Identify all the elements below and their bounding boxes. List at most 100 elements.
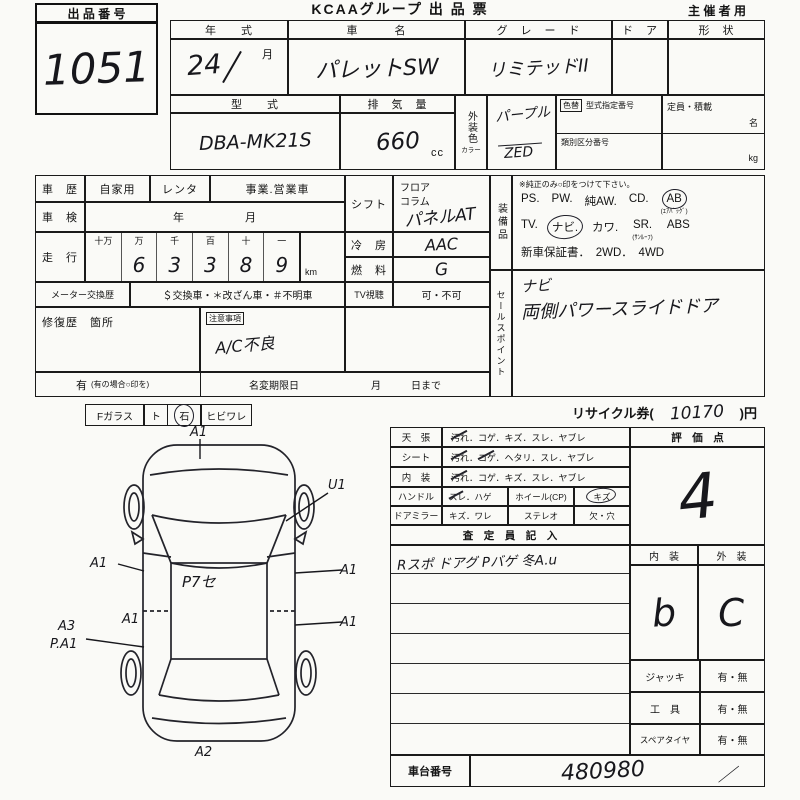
- equip-ab-wrap: AB (ｴｱﾊﾞｯｸﾞ): [661, 193, 688, 215]
- mileage-unit: km: [305, 267, 317, 277]
- a3-line: [85, 638, 145, 648]
- month-unit-label: 月: [262, 49, 274, 61]
- equip-sr-sub: (ｻﾝﾙｰﾌ): [632, 234, 653, 241]
- namechange-month: 月: [371, 381, 381, 392]
- spare-options: 有・無: [700, 724, 765, 755]
- equipment-line1: PS. PW. 純AW. CD. AB (ｴｱﾊﾞｯｸﾞ): [513, 193, 764, 215]
- namechange-cell: 名変期限日 月 日まで: [201, 373, 489, 396]
- car-damage-diagram: A1 U1 A1 P7セ A1 A1 A1 A3 P.A1 A2: [50, 425, 357, 760]
- chassis-label: 車台番号: [390, 755, 470, 787]
- interior-score: b: [650, 589, 678, 636]
- equipment-line2: TV. ナビ. カワ. SR. (ｻﾝﾙｰﾌ) ABS: [513, 219, 764, 241]
- door-line-right: [266, 552, 296, 558]
- capacity-label: 定員・積載: [667, 102, 713, 112]
- hood-line: [151, 514, 287, 524]
- digit-header: 千: [170, 236, 180, 246]
- has-label: 有: [76, 379, 88, 392]
- recycle-row: リサイクル券( 10170 )円: [390, 400, 765, 425]
- divider: [557, 133, 661, 134]
- has-row: 有 (有の場合○印を) 名変期限日 月 日まで: [35, 372, 490, 397]
- left-mirror: [130, 530, 145, 546]
- diagram-label-a1-left-rear: A1: [121, 612, 139, 627]
- shape-cell: [668, 39, 765, 95]
- right-mirror: [293, 530, 308, 546]
- ruled-line: [391, 603, 629, 604]
- shift-opt-floor: フロア: [400, 183, 430, 194]
- equip-pw: PW.: [551, 193, 573, 205]
- ruled-line: [391, 663, 629, 664]
- chassis-cell: 480980 ／: [470, 755, 765, 787]
- spare-label: スペアタイヤ: [630, 724, 700, 755]
- exterior-score-cell: C: [698, 565, 765, 660]
- displacement-unit: cc: [431, 147, 444, 159]
- digit-value: 6: [132, 252, 146, 277]
- sales-line1: ナビ: [520, 275, 552, 297]
- equipment-note: ※純正のみ○印をつけて下さい。: [519, 180, 635, 189]
- caution-cell: 注意事項 A/C不良: [200, 307, 345, 372]
- equipment-line3: 新車保証書． 2WD． 4WD: [521, 247, 665, 259]
- equip-sr-wrap: SR. (ｻﾝﾙｰﾌ): [632, 219, 653, 241]
- cond-handle-items: スレ．ハゲ: [442, 487, 508, 506]
- a1-left-front-line: [117, 563, 145, 572]
- equip-abs: ABS: [666, 219, 690, 231]
- digit-value: [86, 248, 121, 281]
- diagram-label-a3: A3: [57, 619, 75, 634]
- diagram-label-a1-right-rear: A1: [339, 615, 357, 630]
- digit-header: 百: [205, 236, 215, 246]
- digit-value: 9: [275, 252, 289, 277]
- interior-score-cell: b: [630, 565, 698, 660]
- divider: [663, 133, 764, 134]
- exterior-score: C: [717, 589, 746, 636]
- auction-no-value: 1051: [42, 42, 151, 95]
- score-header: 評 価 点: [630, 427, 765, 447]
- mileage-label: 走 行: [35, 232, 85, 282]
- a1-right-front-line: [294, 569, 343, 574]
- inspection-cell: 年 月: [85, 202, 345, 232]
- year-value-cell: 月 24: [170, 39, 288, 95]
- interior-header: 内 装: [630, 545, 698, 565]
- diagram-label-u1: U1: [328, 478, 346, 493]
- fuel-cell: G: [393, 257, 490, 282]
- equip-sr: SR.: [632, 219, 653, 231]
- displacement-value: 660: [374, 127, 421, 156]
- digit-col: 千 3: [157, 233, 194, 281]
- glass-to-label: ト: [143, 404, 169, 426]
- car-name-cell: パレットSW: [288, 39, 465, 95]
- year-value: 24: [185, 48, 223, 83]
- cond-mirror-items: キズ．ワレ: [442, 506, 508, 525]
- ac-value: AAC: [424, 234, 459, 255]
- digit-header: 万: [134, 236, 144, 246]
- door-cell: [612, 39, 668, 95]
- color-value: パープル: [494, 104, 551, 126]
- rear-window-left: [158, 658, 172, 696]
- equip-aw: 純AW.: [584, 196, 617, 208]
- history-business: 事業.営業車: [210, 175, 345, 202]
- organizer-label: 主 催 者 用: [688, 4, 747, 18]
- has-note: (有の場合○印を): [91, 380, 150, 389]
- namechange-label: 名変期限日: [249, 381, 299, 392]
- cond-handle-label: ハンドル: [390, 487, 442, 506]
- jack-label: ジャッキ: [630, 660, 700, 692]
- empty-cell: [345, 307, 490, 372]
- door-header: ド ア: [612, 20, 668, 39]
- year-header: 年 式: [170, 20, 288, 39]
- recycle-suffix: )円: [739, 406, 757, 421]
- recycle-value: 10170: [669, 401, 725, 424]
- car-body: [142, 444, 296, 742]
- windshield-base: [170, 562, 268, 569]
- fuel-value: G: [434, 259, 449, 280]
- equip-ps: PS.: [521, 193, 540, 205]
- digit-col: 一 9: [264, 233, 299, 281]
- digit-header: 十: [241, 236, 251, 246]
- equip-cd: CD.: [628, 193, 649, 205]
- mileage-digits: 十万 万 6 千 3 百 3 十 8 一 9: [85, 232, 300, 282]
- digit-value: 8: [239, 252, 253, 277]
- fuel-label: 燃 料: [345, 257, 393, 282]
- equipment-label: 装備品: [495, 203, 507, 242]
- cond-roof-items: 汚れ．コゲ．キズ．スレ．ヤブレ: [442, 427, 630, 447]
- assessor-header: 査 定 員 記 入: [390, 525, 630, 545]
- rear-left-wheel: [120, 650, 142, 696]
- ruled-line: [391, 693, 629, 694]
- sales-label-cell: セールスポイント: [490, 270, 512, 397]
- windshield-left: [151, 514, 172, 564]
